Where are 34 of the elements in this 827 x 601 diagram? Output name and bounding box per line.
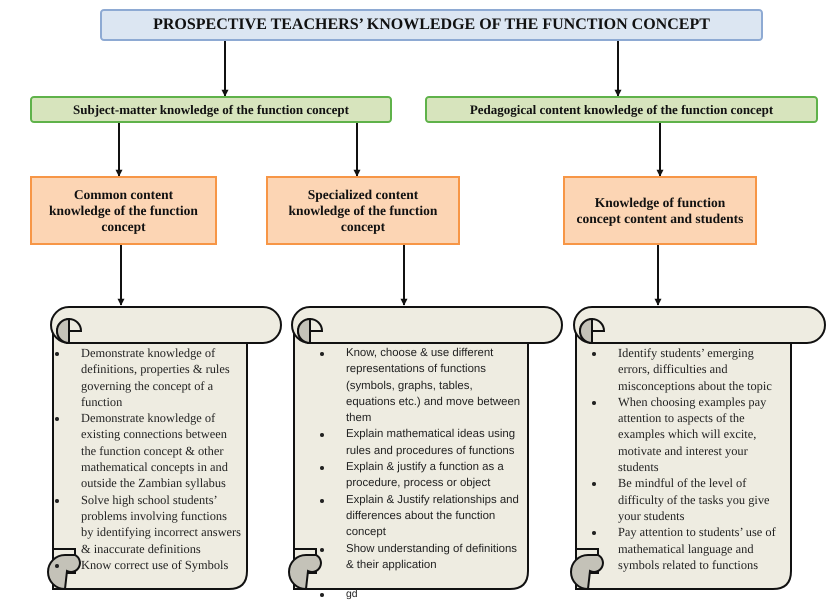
list-item: Explain & justify a function as a procedure, process or object [346,460,505,492]
list-item: gd [346,589,358,600]
list-item: Show understanding of definitions & their application [346,542,518,573]
list-item: Know, choose & use different representations of functions (symbols, graphs, tables, equations etc.) and move between them [346,346,522,426]
list-item: When choosing examples pay attention to aspects of the examples which will excite, motivate and interest your students [618,394,768,476]
list-item: Demonstrate knowledge of existing connections between the function concept & other mathematical concepts in and outside the Zambian syllabus [81,410,229,492]
arrow [400,245,408,306]
arrow [222,41,228,97]
list-item: Explain & Justify relationships and differences about the function concept [346,492,520,540]
arrow [116,123,122,177]
list-item: Identify students’ emerging errors, difficulties and misconceptions about the topic [618,345,773,394]
list-item: Pay attention to students’ use of mathematical language and symbols related to functions [618,524,777,574]
list-item: Demonstrate knowledge of definitions, properties & rules governing the concept of a function [81,345,231,410]
list-item: Solve high school students’ problems involving functions by identifying incorrect answers & inaccurate definitions [81,492,241,557]
list-item: Explain mathematical ideas using rules and procedures of functions [346,427,516,459]
category-band [425,96,818,123]
concept-box [30,176,217,245]
category-band [30,96,392,123]
arrow [118,245,124,306]
concept-box [563,176,757,245]
box-label: Pedagogical content knowledge of the function concept [470,102,774,118]
list-item: Know correct use of Symbols [81,556,230,574]
box-label: Subject-matter knowledge of the function concept [73,102,349,118]
arrow [354,123,360,177]
concept-box [266,176,460,245]
arrow [656,123,664,177]
box-label: Specialized content knowledge of the function concept [288,186,438,234]
box-label: Common content knowledge of the function concept [48,186,199,234]
arrow [654,245,662,306]
list-item: Be mindful of the level of difficulty of the tasks you give your students [618,475,771,524]
box-label: Knowledge of function concept content and students [576,194,744,226]
box-label: PROSPECTIVE TEACHERS’ KNOWLEDGE OF THE FUNCTION CONCEPT [153,16,710,34]
title-box [100,9,763,41]
arrow [614,41,622,97]
